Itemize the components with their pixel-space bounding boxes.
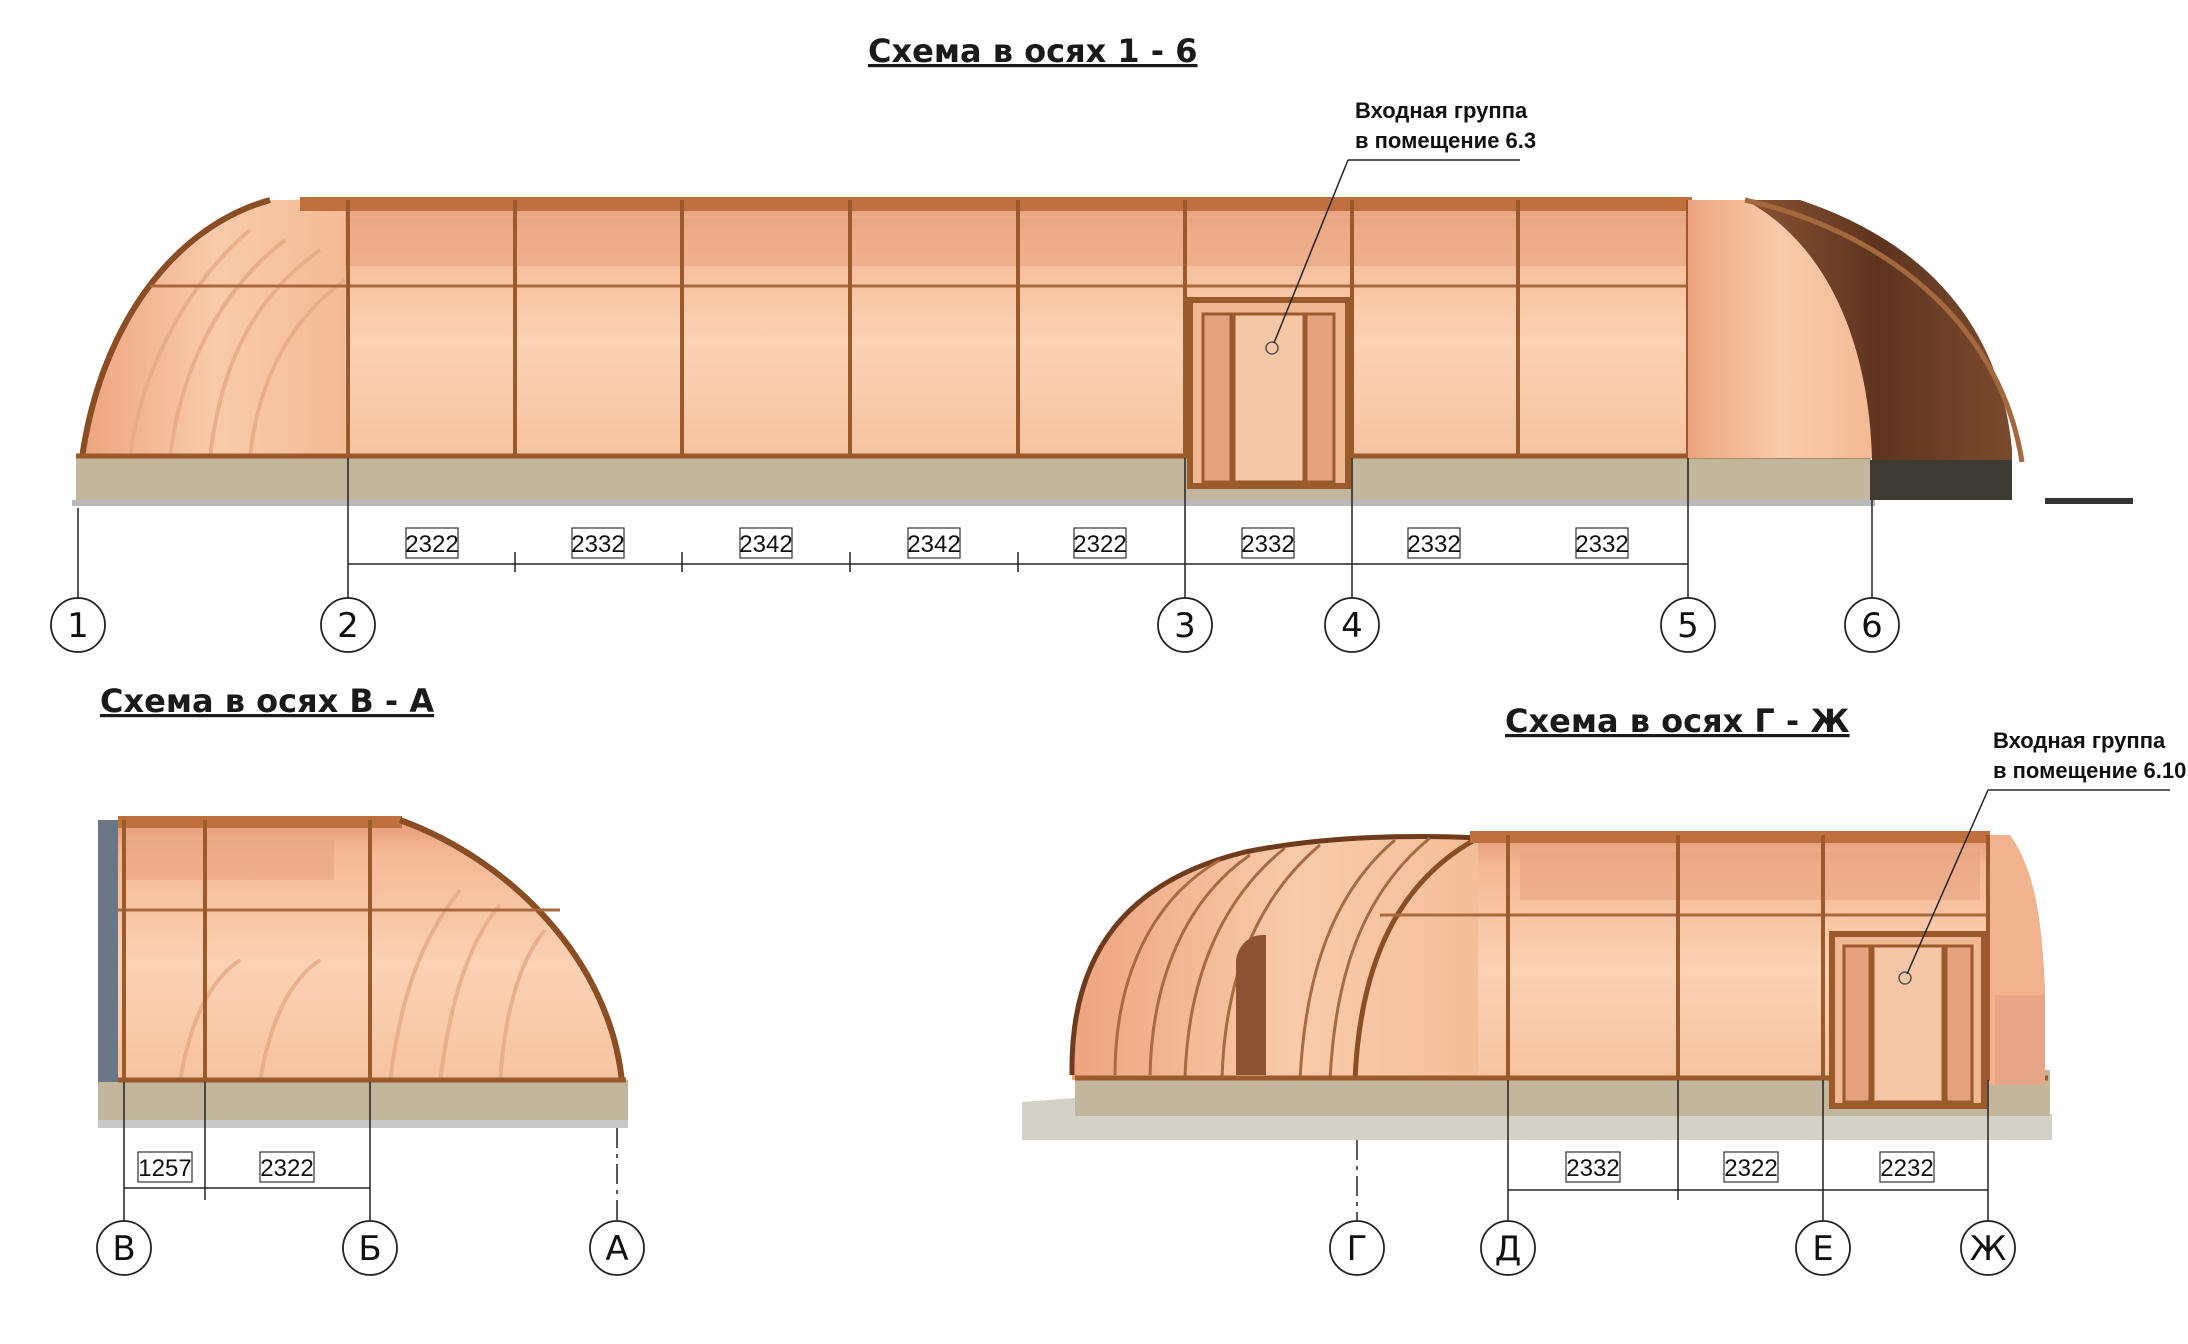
roof-edge [300,197,1692,211]
axis-label: 4 [1341,606,1363,646]
axis-marker-v: В [96,1220,152,1276]
upper-band [1520,852,1980,900]
dome-main [1071,835,1520,1080]
axis-label: 5 [1677,606,1699,646]
mullions-right [1506,835,1990,1080]
ground-slab [1022,1098,2052,1140]
dome-ribs-right [1113,836,1431,1081]
dim-label: 2322 [405,531,458,558]
callout-entrance-6-3: Входная группа в помещение 6.3 [1273,98,1536,344]
dark-plinth [1870,460,2012,500]
axis-lines-left [123,1082,618,1222]
axis-marker-a: А [589,1220,645,1276]
dome-arc [398,817,625,1083]
dome-end-left [82,200,348,458]
callout-entrance-6-10: Входная группа в помещение 6.10 [1906,728,2186,975]
axis-label: Г [1347,1229,1368,1269]
elevation-axes-g-zh [1022,831,2052,1140]
dim-label: 2332 [1566,1155,1619,1182]
dim-labels-top: 2322 2332 2342 2342 2322 2332 2332 2332 [405,527,1629,559]
elevation-axes-v-a [98,816,628,1128]
axis-marker-b: Б [342,1220,398,1276]
dark-section [1745,200,2012,470]
axis-label: Е [1812,1229,1833,1269]
adjacent-wall [98,820,118,1082]
roof-edge [1470,831,1990,843]
axis-marker-4: 4 [1324,597,1380,653]
axis-markers-left: В Б А [96,1220,645,1276]
axis-label: 2 [337,606,359,646]
upper-band [124,840,334,880]
plinth [98,1080,628,1122]
title-axes-1-6: Схема в осях 1 - 6 [868,32,1197,70]
axis-label: 1 [67,606,89,646]
dim-label: 2342 [907,531,960,558]
dark-section-arc [1744,197,2025,463]
elevation-axes-1-6 [72,197,2133,506]
dome-arc-inner [1352,835,1480,1081]
ground-line [98,1120,628,1128]
dim-labels-left: 1257 2322 [137,1151,315,1183]
title-axes-v-a: Схема в осях В - А [100,682,434,720]
axis-label: А [605,1229,628,1269]
axis-label: Ж [1970,1229,2007,1269]
axis-label: 6 [1861,606,1883,646]
dim-label: 2322 [260,1155,313,1182]
callout-note-line1: Входная группа [1355,98,1528,123]
dim-label: 1257 [138,1155,191,1182]
dim-label: 2332 [1241,531,1294,558]
axis-marker-3: 3 [1157,597,1213,653]
dome-ribs-left [128,228,347,459]
axis-markers-top: 1 2 3 4 5 6 [50,597,1900,653]
entrance-door-6-3 [1187,297,1351,489]
dim-label: 2332 [571,531,624,558]
dome-arc-left [79,197,271,459]
axis-marker-zh: Ж [1960,1220,2016,1276]
callout-leader [1906,789,1989,975]
mullions-left [122,820,372,1082]
dim-label: 2332 [1575,531,1628,558]
axis-lines-right [1356,1080,1989,1222]
axis-markers-right: Г Д Е Ж [1329,1220,2016,1276]
entrance-door-6-10 [1829,931,1987,1109]
dim-label: 2332 [1407,531,1460,558]
ground-line [72,500,1875,506]
callout-note-line2: в помещение 6.3 [1355,128,1536,153]
ground-extension [2045,498,2133,504]
axis-marker-e: Е [1795,1220,1851,1276]
callout-note-line2: в помещение 6.10 [1993,758,2186,783]
dome-arc-outer [1069,833,1481,1076]
callout-note-line1: Входная группа [1993,728,2166,753]
dim-label: 2232 [1880,1155,1933,1182]
axis-label: Б [358,1229,381,1269]
axis-marker-2: 2 [320,597,376,653]
axis-label: 3 [1174,606,1196,646]
dim-label: 2342 [739,531,792,558]
axis-marker-g: Г [1329,1220,1385,1276]
end-cap-lower [1995,995,2045,1085]
dim-labels-right: 2332 2322 2232 [1565,1151,1935,1183]
dome-opening [1236,935,1266,1075]
roof-edge [118,816,402,828]
plinth [76,458,1871,502]
dimension-ticks-top [514,552,1019,572]
dim-label: 2322 [1073,531,1126,558]
axis-marker-5: 5 [1660,597,1716,653]
axis-marker-d: Д [1480,1220,1536,1276]
axis-marker-6: 6 [1844,597,1900,653]
axis-label: В [112,1229,135,1269]
title-axes-g-zh: Схема в осях Г - Ж [1505,702,1850,740]
axis-label: Д [1495,1229,1522,1269]
dim-label: 2322 [1724,1155,1777,1182]
callout-leader [1273,159,1349,344]
axis-marker-1: 1 [50,597,106,653]
